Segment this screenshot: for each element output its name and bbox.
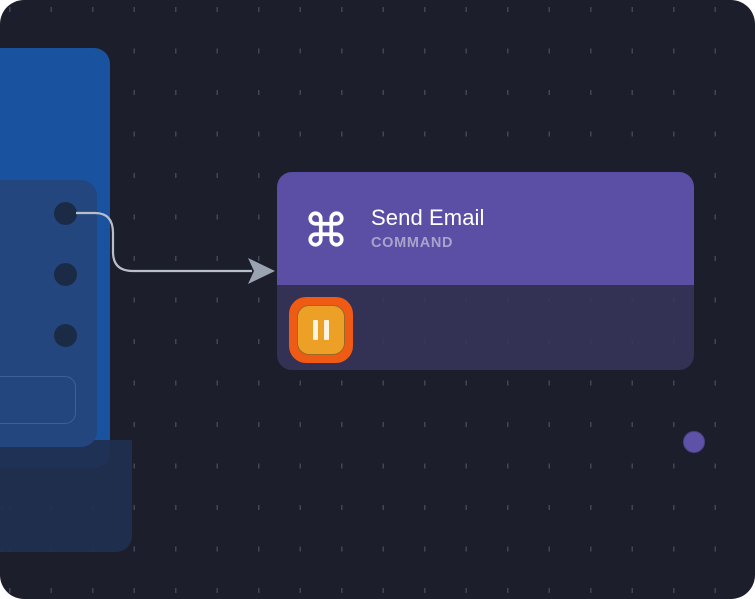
send-email-node-titles: Send Email COMMAND — [371, 204, 485, 253]
send-email-node-subtitle: COMMAND — [371, 235, 454, 251]
upstream-output-port-3[interactable] — [54, 324, 77, 347]
connector-arrowhead — [248, 258, 275, 284]
upstream-node-field[interactable] — [0, 376, 76, 424]
send-email-output-port[interactable] — [683, 431, 705, 453]
send-email-node-header[interactable]: Send Email COMMAND — [277, 172, 694, 285]
pause-button-face — [297, 305, 345, 355]
upstream-output-port-2[interactable] — [54, 263, 77, 286]
pause-icon-bar-left — [313, 320, 318, 340]
command-icon — [303, 206, 349, 252]
upstream-node-body[interactable] — [0, 440, 132, 552]
pause-button[interactable] — [289, 297, 353, 363]
pause-icon-bar-right — [324, 320, 329, 340]
send-email-node-title: Send Email — [371, 205, 485, 230]
upstream-output-port-1[interactable] — [54, 202, 77, 225]
